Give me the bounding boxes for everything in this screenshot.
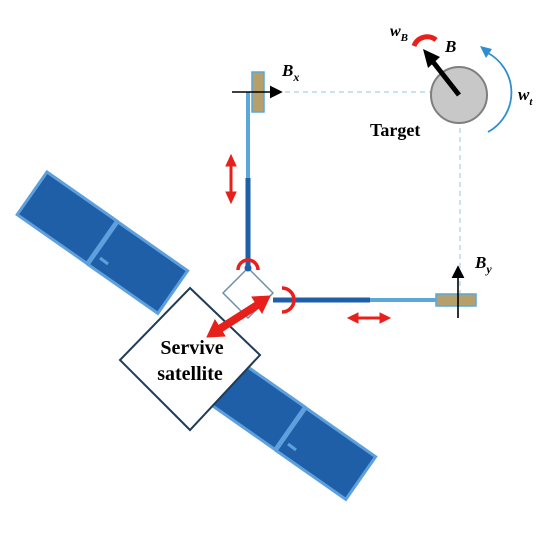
- by-label: By: [474, 253, 492, 276]
- horizontal-translation-head-left-icon: [346, 312, 359, 324]
- radial-translation-head-ne-icon: [251, 295, 271, 315]
- vertical-translation-head-down-icon: [225, 191, 237, 205]
- panel-cell-1: [15, 169, 119, 266]
- solar-panel-upper: [15, 169, 190, 316]
- servicer-label-line1: Servive: [160, 337, 223, 359]
- horizontal-translation-head-right-icon: [379, 312, 392, 324]
- red-motion-markers: [206, 153, 392, 338]
- radial-translation-head-sw-icon: [206, 318, 226, 338]
- b-vector-label: B: [444, 37, 456, 56]
- panel-hinge-1: [99, 256, 109, 266]
- target-label: Target: [370, 120, 420, 140]
- panel-hinge-2: [287, 442, 297, 452]
- wb-rotation-icon: [411, 34, 438, 48]
- wt-label: wt: [518, 85, 533, 108]
- shoulder-rotation-icon: [236, 258, 260, 271]
- panel-cell-2: [86, 219, 190, 316]
- b-vector-shaft: [428, 56, 461, 97]
- radial-translation-shaft: [215, 298, 265, 334]
- bx-label: Bx: [281, 61, 299, 84]
- vertical-translation-head-up-icon: [225, 153, 237, 167]
- elbow-rotation-icon: [281, 286, 296, 314]
- wb-label: wB: [390, 23, 408, 44]
- wt-arrow-head-icon: [480, 46, 492, 58]
- wt-rotation-arrow: [485, 51, 513, 133]
- shoulder-joint-dot: [244, 264, 252, 272]
- panel-cell-4: [274, 405, 378, 502]
- servicer-label-line2: satellite: [157, 363, 223, 385]
- b-vector-head: [423, 49, 440, 68]
- sensor-by: [435, 293, 477, 307]
- target-object: [411, 34, 513, 133]
- vertical-arm: [244, 92, 252, 272]
